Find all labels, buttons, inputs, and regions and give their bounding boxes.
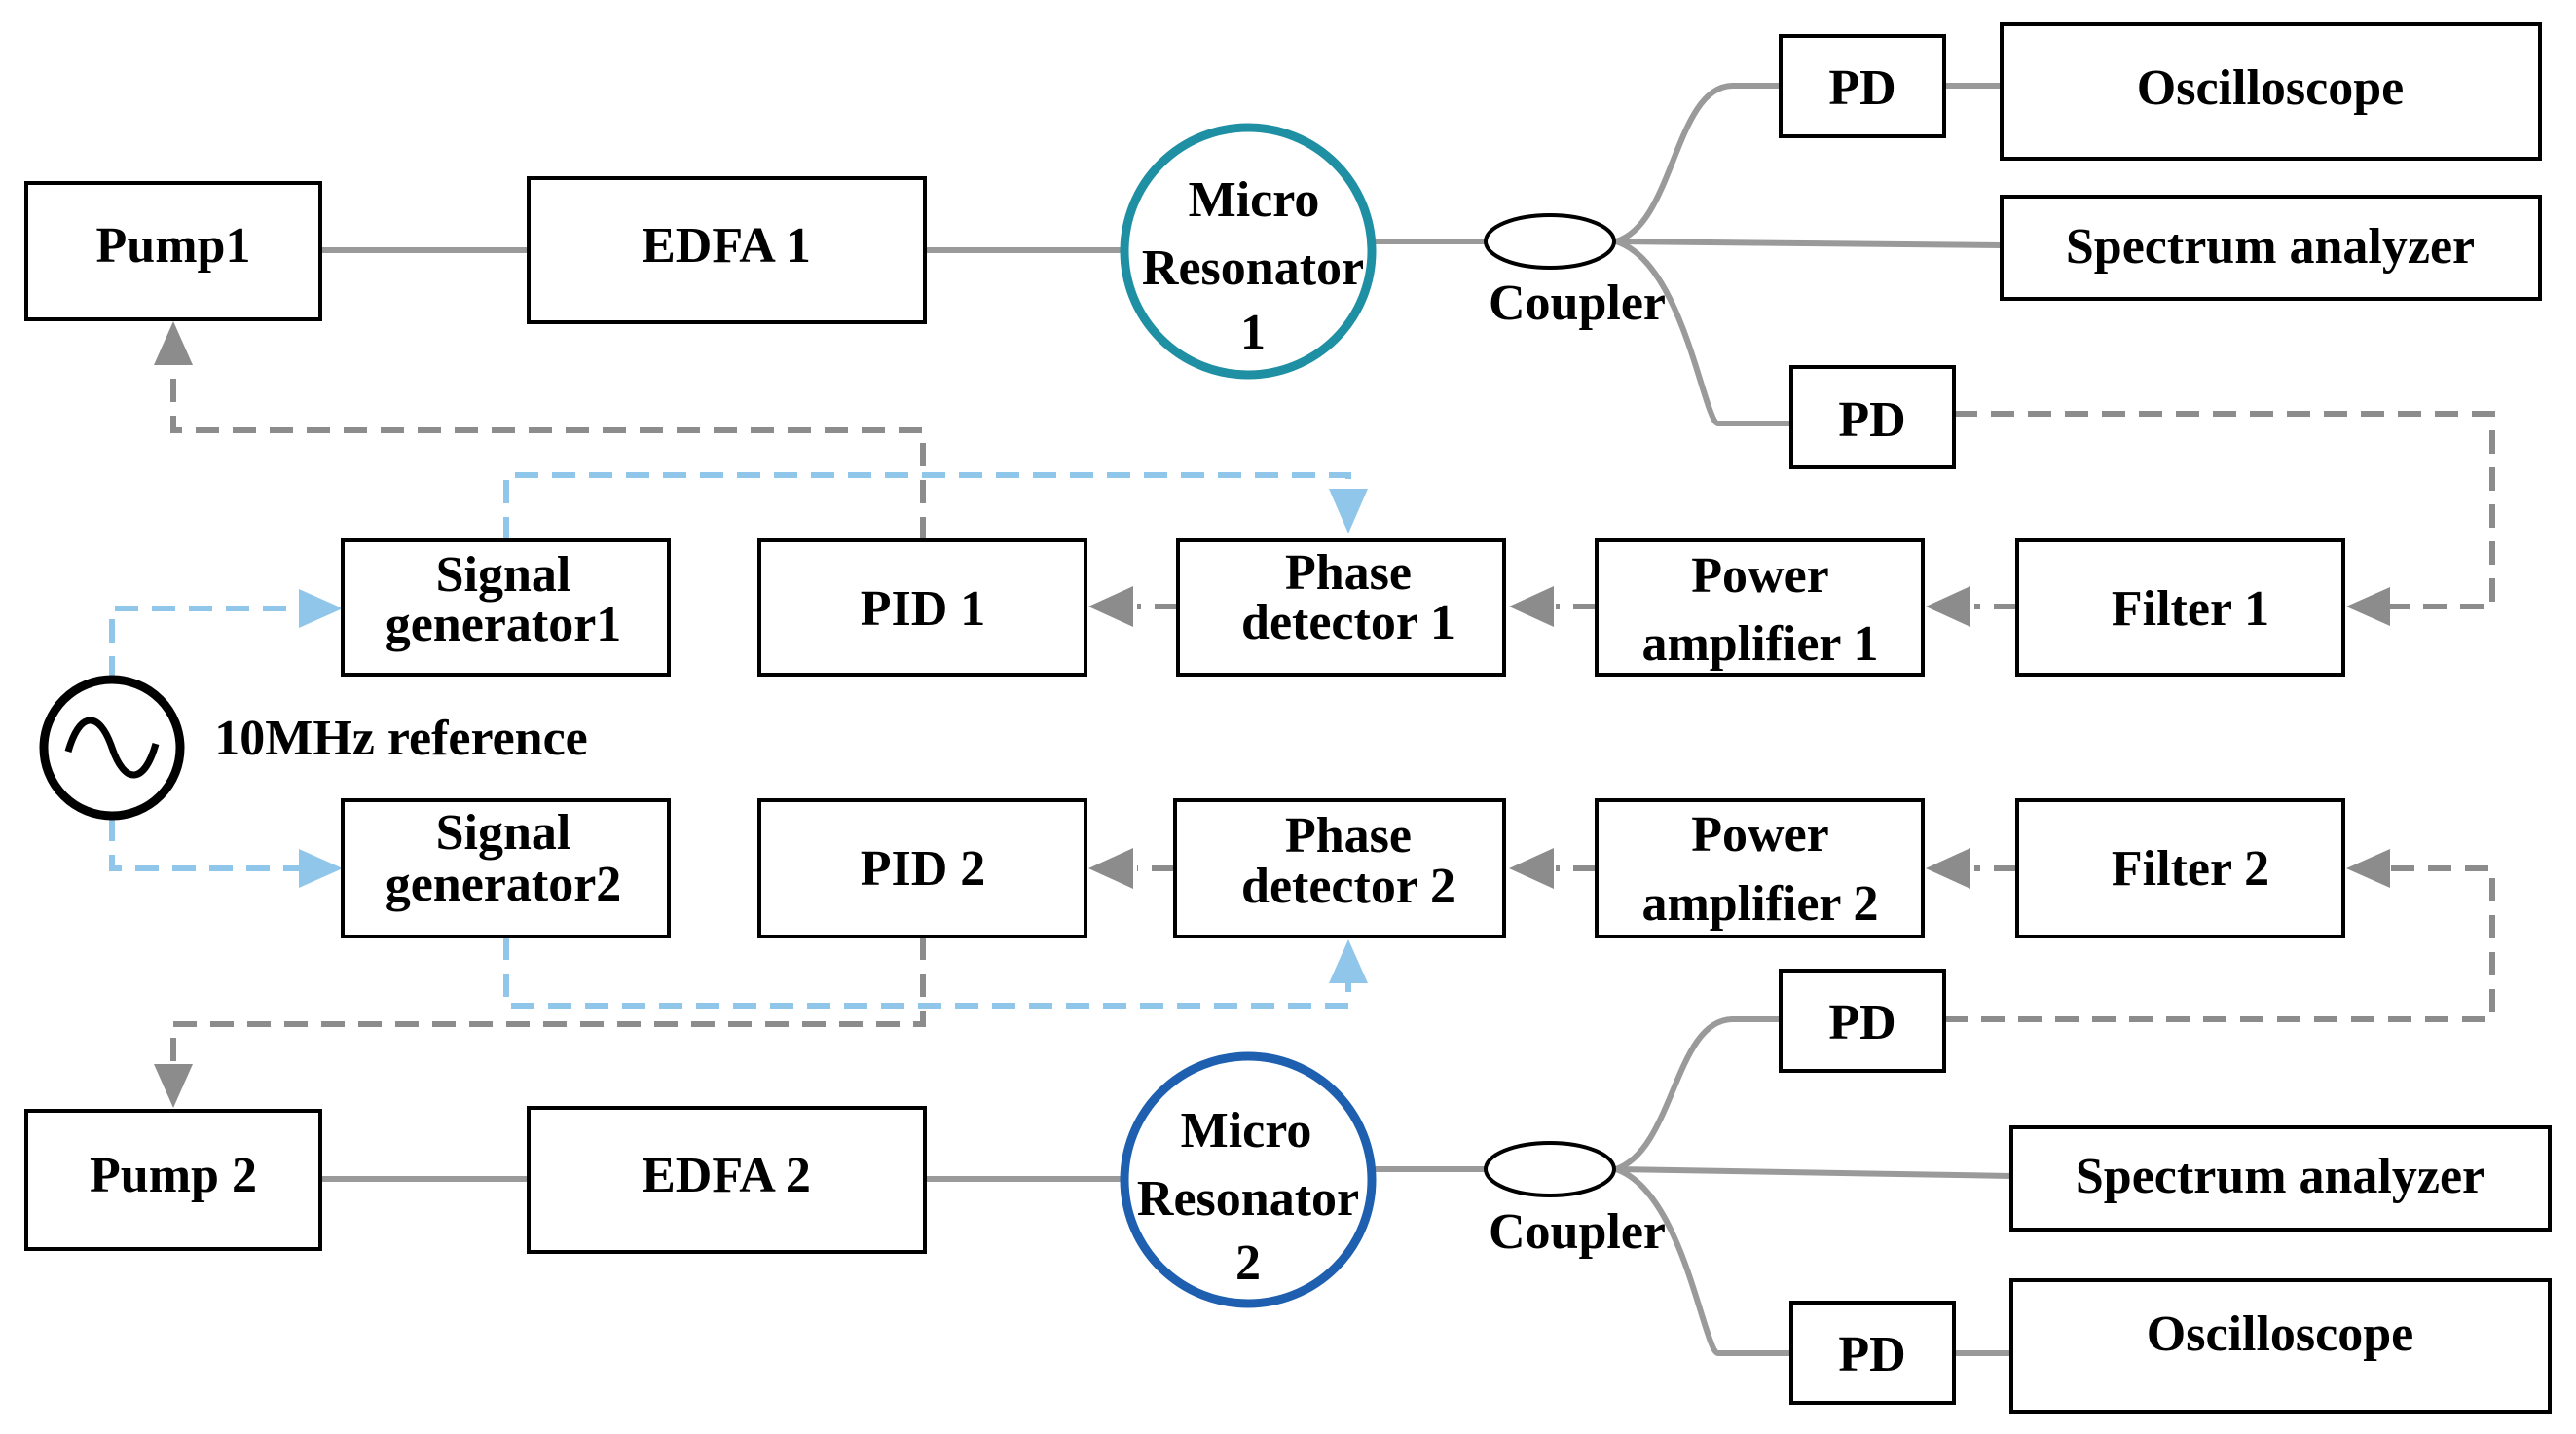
phase-detector2-line1: Phase <box>1285 808 1412 864</box>
pump2-arrowhead <box>154 1064 193 1108</box>
spectrum-analyzer2-label: Spectrum analyzer <box>2076 1149 2484 1204</box>
power-amplifier2-box: Power amplifier 2 <box>1595 798 1925 938</box>
fiber-coupler1-pd-top <box>1614 83 1781 244</box>
phase-detector1-box: Phase detector 1 <box>1176 538 1506 677</box>
fiber-coupler2-pd-lower <box>1614 1166 1791 1356</box>
micro2-line3: 2 <box>1235 1235 1261 1291</box>
pd-bot2-label: PD <box>1838 1327 1905 1382</box>
power-amplifier2-line2: amplifier 2 <box>1641 876 1878 932</box>
power-amplifier2-line1: Power <box>1691 807 1828 863</box>
pid2-box: PID 2 <box>757 798 1087 938</box>
signal-gen2-to-phase2-path <box>503 937 1351 1009</box>
oscilloscope2-box: Oscilloscope <box>2009 1278 2552 1414</box>
pid1-arrowhead <box>1088 586 1133 627</box>
pd-top2-box: PD <box>1789 365 1956 469</box>
oscilloscope1-label: Oscilloscope <box>2137 60 2404 116</box>
spectrum-analyzer1-label: Spectrum analyzer <box>2066 219 2475 275</box>
power1-arrowhead <box>1926 586 1970 627</box>
filter2-arrowhead <box>2346 849 2390 888</box>
pump1-arrowhead <box>154 321 193 365</box>
signal-generator1-line2: generator1 <box>386 597 622 652</box>
signal-generator1-line1: Signal <box>436 547 571 603</box>
filter2-box: Filter 2 <box>2015 798 2345 938</box>
pid2-to-pump2-path <box>170 937 926 1064</box>
edfa2-box: EDFA 2 <box>527 1106 927 1254</box>
fiber-connections <box>320 83 2012 1356</box>
pump2-label: Pump 2 <box>90 1148 257 1203</box>
pd-bot1-box: PD <box>1779 969 1946 1073</box>
power-amplifier1-box: Power amplifier 1 <box>1595 538 1925 677</box>
power2-arrowhead <box>1926 848 1970 889</box>
edfa2-label: EDFA 2 <box>642 1148 811 1203</box>
ref-to-signal-gen2-path <box>109 818 299 871</box>
oscilloscope1-box: Oscilloscope <box>2000 22 2542 161</box>
micro-resonator1: Micro Resonator 1 <box>1120 123 1377 380</box>
spectrum-analyzer2-box: Spectrum analyzer <box>2009 1125 2552 1232</box>
power-amplifier1-line2: amplifier 1 <box>1641 616 1878 672</box>
filter1-arrowhead <box>2346 587 2390 626</box>
filter2-label: Filter 2 <box>2112 841 2269 897</box>
feedback-loop-1 <box>154 321 2495 627</box>
micro2-line1: Micro <box>1181 1103 1312 1158</box>
micro2-line2: Resonator <box>1137 1171 1359 1227</box>
phase2-arrowhead <box>1509 848 1554 889</box>
pid2-label: PID 2 <box>861 841 986 897</box>
oscilloscope2-label: Oscilloscope <box>2147 1306 2413 1362</box>
micro1-line1: Micro <box>1189 172 1320 228</box>
pd-top1-label: PD <box>1828 60 1895 116</box>
coupler1: Coupler <box>1484 213 1666 331</box>
signal-generator2-box: Signal generator2 <box>341 798 671 938</box>
pd-bot2-box: PD <box>1789 1301 1956 1405</box>
pid1-to-pump1-path <box>170 365 926 540</box>
signal-gen1-to-phase1-path <box>503 472 1351 540</box>
fiber-coupler1-pd-lower <box>1614 239 1791 426</box>
phase2-ref-arrowhead <box>1329 939 1368 983</box>
edfa1-box: EDFA 1 <box>527 176 927 324</box>
reference-label: 10MHz reference <box>214 711 588 766</box>
pid1-box: PID 1 <box>757 538 1087 677</box>
reference-source: 10MHz reference <box>39 675 588 821</box>
spectrum-analyzer1-box: Spectrum analyzer <box>2000 195 2542 301</box>
ref-to-signal-gen1-path <box>109 606 299 680</box>
signal-gen1-arrowhead <box>299 589 343 628</box>
micro-resonator2: Micro Resonator 2 <box>1120 1051 1377 1308</box>
filter1-label: Filter 1 <box>2112 581 2269 637</box>
signal-gen2-arrowhead <box>299 849 343 888</box>
coupler1-label: Coupler <box>1489 276 1666 331</box>
pd-bot1-label: PD <box>1828 995 1895 1050</box>
phase1-ref-arrowhead <box>1329 489 1368 533</box>
feedback-loop-2 <box>154 848 2495 1108</box>
sine-wave-icon <box>64 717 160 779</box>
pd-to-filter2-path <box>1944 865 2495 1022</box>
filter1-box: Filter 1 <box>2015 538 2345 677</box>
pd-top1-box: PD <box>1779 34 1946 138</box>
coupler2-label: Coupler <box>1489 1204 1666 1260</box>
pid2-arrowhead <box>1088 848 1133 889</box>
power-amplifier1-line1: Power <box>1691 548 1828 604</box>
phase1-arrowhead <box>1509 586 1554 627</box>
pump1-label: Pump1 <box>96 218 251 274</box>
phase-detector1-line2: detector 1 <box>1241 595 1455 650</box>
reference-paths <box>109 472 1368 1009</box>
phase-detector2-line2: detector 2 <box>1241 859 1455 914</box>
phase-detector2-box: Phase detector 2 <box>1173 798 1506 938</box>
pd-to-filter1-path <box>1954 411 2495 609</box>
pump2-box: Pump 2 <box>24 1109 322 1251</box>
edfa1-label: EDFA 1 <box>642 218 811 274</box>
micro1-line2: Resonator <box>1142 240 1364 296</box>
signal-generator2-line1: Signal <box>436 805 571 861</box>
fiber-coupler2-spectrum <box>1615 1166 2012 1179</box>
pid1-label: PID 1 <box>861 581 986 637</box>
signal-generator2-line2: generator2 <box>386 857 622 912</box>
phase-detector1-line1: Phase <box>1285 545 1412 601</box>
pump1-box: Pump1 <box>24 181 322 321</box>
fiber-coupler1-spectrum <box>1615 239 2003 248</box>
signal-generator1-box: Signal generator1 <box>341 538 671 677</box>
coupler2: Coupler <box>1484 1141 1666 1260</box>
fiber-coupler2-pd-top <box>1614 1016 1781 1172</box>
pd-top2-label: PD <box>1838 392 1905 448</box>
micro1-line3: 1 <box>1240 305 1266 360</box>
